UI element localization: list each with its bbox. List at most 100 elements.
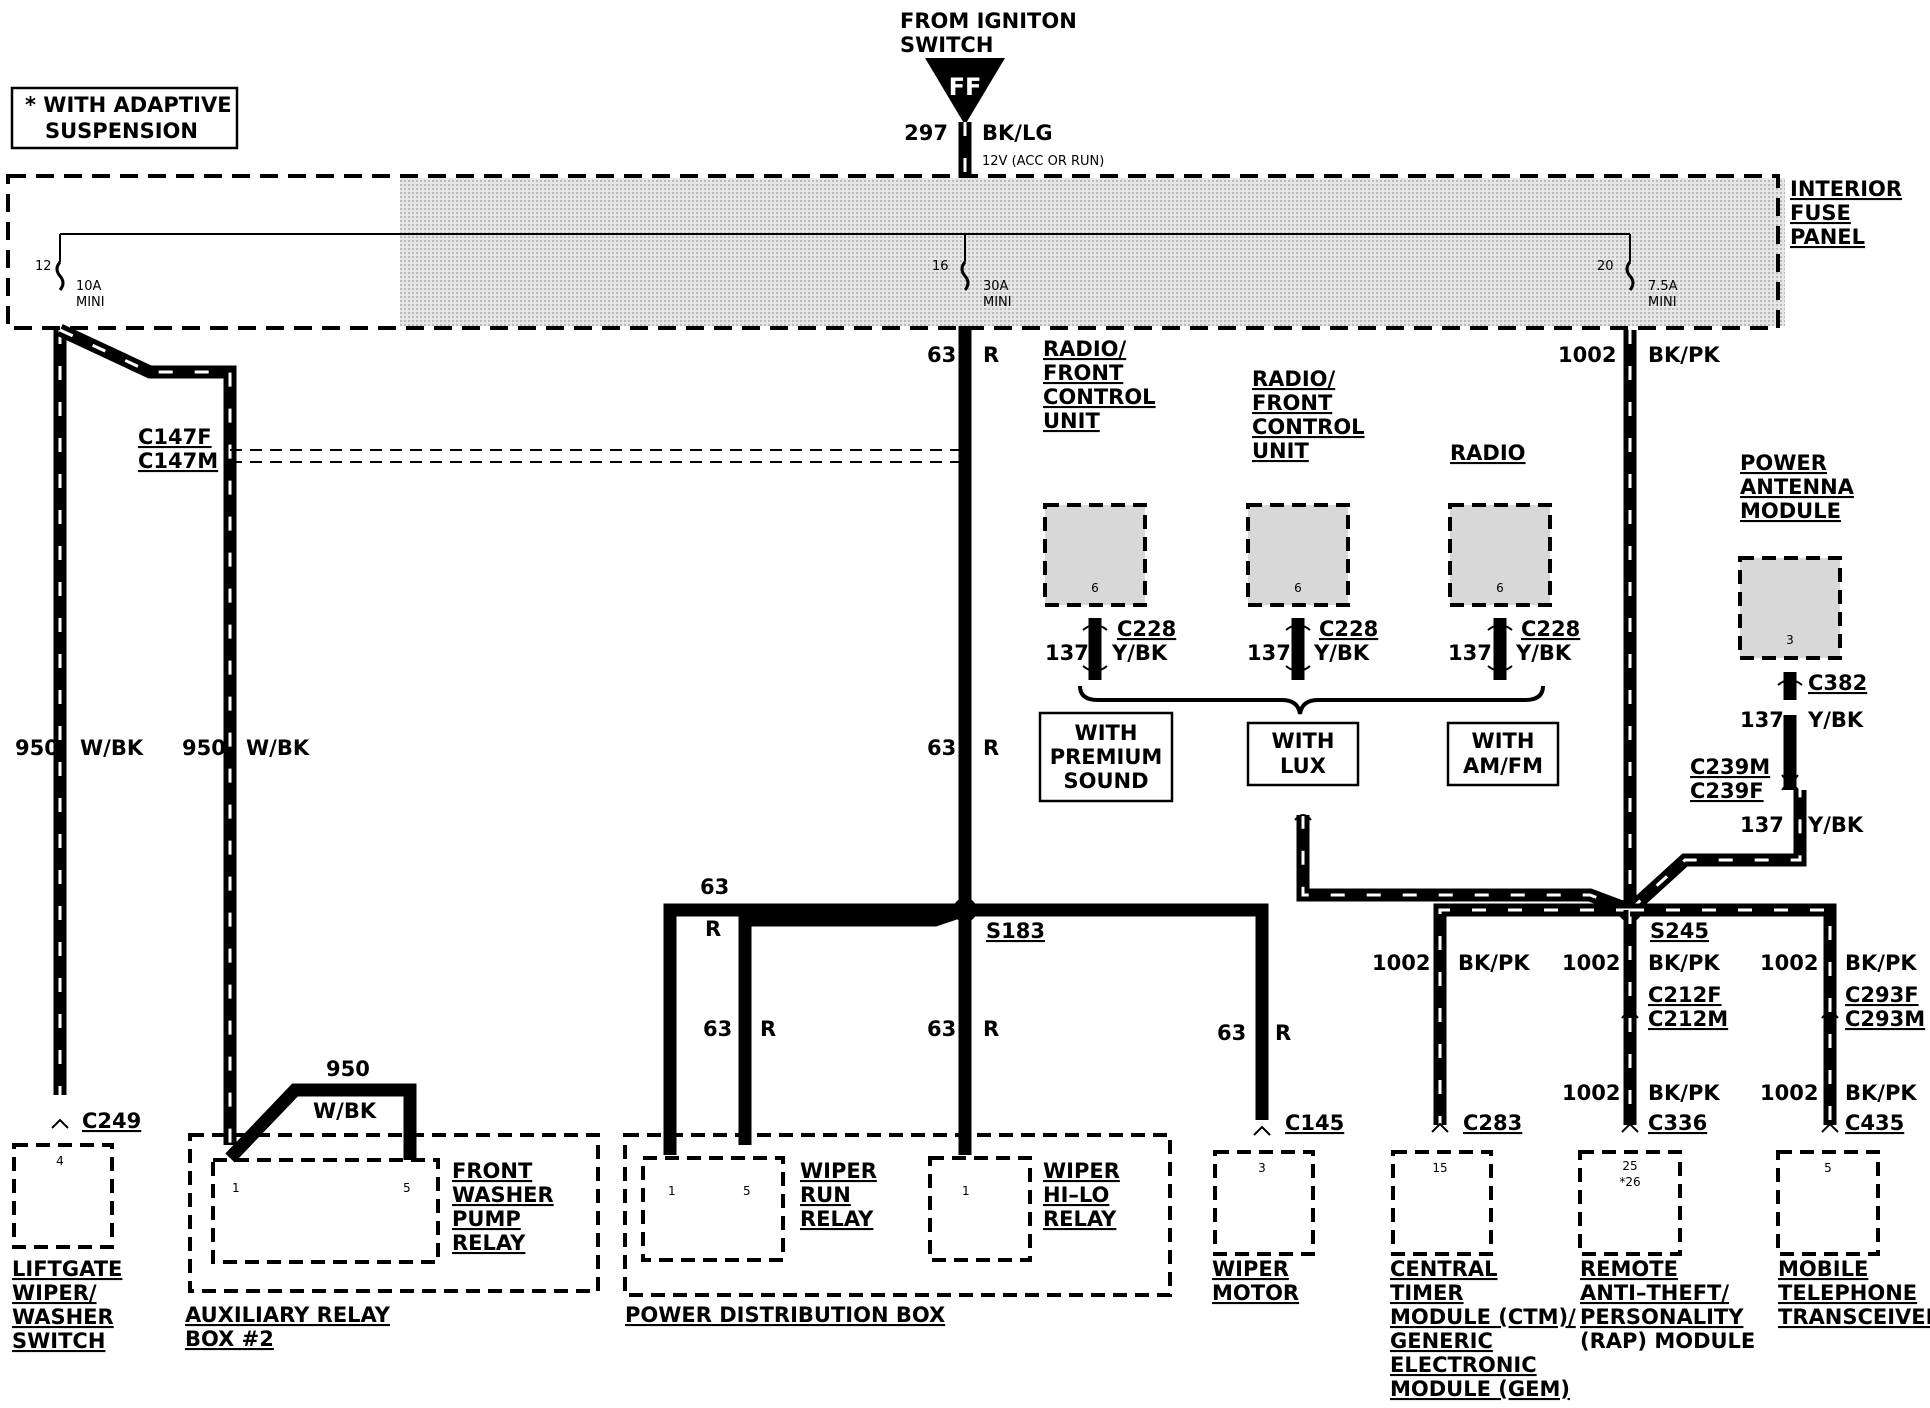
fuse-12: 12 10A MINI bbox=[35, 259, 105, 310]
fuse-panel-label-1: INTERIOR bbox=[1790, 177, 1902, 201]
phone-label-3: TRANSCEIVER bbox=[1778, 1305, 1930, 1329]
remote-anti-theft-module: C336 25 *26 REMOTE ANTI–THEFT/ PERSONALI… bbox=[1578, 1111, 1755, 1353]
antenna-label-3: MODULE bbox=[1740, 499, 1841, 523]
washer-relay-label-1: FRONT bbox=[452, 1159, 533, 1183]
wiper-motor-label-2: MOTOR bbox=[1212, 1281, 1299, 1305]
ctm-pin: 15 bbox=[1432, 1161, 1447, 1175]
radio-unit-2-label-2: FRONT bbox=[1252, 391, 1333, 415]
wiper-motor-pin: 3 bbox=[1258, 1161, 1266, 1175]
wire-63-circuit-e: 63 bbox=[927, 1017, 956, 1041]
wire-297-color: BK/LG bbox=[982, 121, 1053, 145]
option-brace bbox=[1078, 685, 1545, 715]
liftgate-wiper-washer-switch: C249 4 LIFTGATE WIPER/ WASHER SWITCH bbox=[12, 1109, 141, 1353]
ctm-label-3: MODULE (CTM)/ bbox=[1390, 1305, 1576, 1329]
wire-63-color-f: R bbox=[1275, 1021, 1291, 1045]
c228-label-3: C228 bbox=[1521, 617, 1580, 641]
wire-950-b-color: W/BK bbox=[246, 736, 310, 760]
wire-137-color-5: Y/BK bbox=[1807, 813, 1864, 837]
washer-relay-label-3: PUMP bbox=[452, 1207, 521, 1231]
radio-unit-premium: RADIO/ FRONT CONTROL UNIT 6 bbox=[1043, 337, 1156, 680]
radio-unit-1-label-3: CONTROL bbox=[1043, 385, 1156, 409]
radio-unit-amfm: RADIO 6 bbox=[1448, 441, 1552, 680]
option-1-line3: SOUND bbox=[1063, 769, 1148, 793]
wire-137-circuit-4: 137 bbox=[1740, 708, 1784, 732]
wire-297-circuit: 297 bbox=[904, 121, 948, 145]
c382-label: C382 bbox=[1808, 671, 1867, 695]
wiper-run-label-1: WIPER bbox=[800, 1159, 877, 1183]
wire-63-circuit-b: 63 bbox=[927, 736, 956, 760]
wire-63-circuit-a: 63 bbox=[927, 343, 956, 367]
wire-1002-color-d: BK/PK bbox=[1845, 951, 1917, 975]
antenna-pin: 3 bbox=[1786, 633, 1794, 647]
rap-pin-alt: *26 bbox=[1619, 1175, 1640, 1189]
phone-pin: 5 bbox=[1824, 1161, 1832, 1175]
washer-relay-pin1: 1 bbox=[232, 1181, 240, 1195]
c249-label: C249 bbox=[82, 1109, 141, 1133]
power-distribution-box: 1 5 WIPER RUN RELAY 1 WIPER HI–LO RELAY … bbox=[623, 1133, 1172, 1327]
wire-1002-circuit-f: 1002 bbox=[1760, 1081, 1818, 1105]
fuse-20-type: MINI bbox=[1648, 295, 1677, 310]
rap-pin: 25 bbox=[1622, 1159, 1637, 1173]
adaptive-suspension-note: * WITH ADAPTIVE SUSPENSION bbox=[10, 86, 239, 150]
aux-box-label-1: AUXILIARY RELAY bbox=[185, 1303, 391, 1327]
wiper-hilo-label-1: WIPER bbox=[1043, 1159, 1120, 1183]
rap-label-1: REMOTE bbox=[1580, 1257, 1678, 1281]
washer-relay-label-2: WASHER bbox=[452, 1183, 554, 1207]
ctm-label-5: ELECTRONIC bbox=[1390, 1353, 1537, 1377]
wire-137-color-1: Y/BK bbox=[1111, 641, 1168, 665]
option-amfm: WITH AM/FM bbox=[1446, 721, 1560, 787]
c293m-label: C293M bbox=[1845, 1007, 1925, 1031]
note-line1: * WITH ADAPTIVE bbox=[25, 93, 232, 117]
wire-63-color-b: R bbox=[983, 736, 999, 760]
fuse-16: 16 30A MINI bbox=[932, 259, 1012, 310]
wire-63-color-c: R bbox=[705, 917, 721, 941]
wire-950-b-circuit: 950 bbox=[182, 736, 226, 760]
auxiliary-relay-box-2: 950 W/BK 1 5 FRONT WASHER PUMP RELAY AUX… bbox=[185, 1057, 600, 1351]
c228-label-1: C228 bbox=[1117, 617, 1176, 641]
wire-1002-circuit-e: 1002 bbox=[1562, 1081, 1620, 1105]
wire-63-color-a: R bbox=[983, 343, 999, 367]
wire-1002-color-e: BK/PK bbox=[1648, 1081, 1720, 1105]
wire-1002-color-a: BK/PK bbox=[1648, 343, 1720, 367]
c212m-label: C212M bbox=[1648, 1007, 1728, 1031]
fuse-20-number: 20 bbox=[1597, 259, 1614, 274]
splice-s183-dot bbox=[953, 898, 977, 922]
option-3-line1: WITH bbox=[1472, 729, 1535, 753]
wiper-hilo-label-2: HI–LO bbox=[1043, 1183, 1109, 1207]
wire-1002-circuit-d: 1002 bbox=[1760, 951, 1818, 975]
washer-relay-label-4: RELAY bbox=[452, 1231, 526, 1255]
connector-ff-triangle-icon bbox=[925, 58, 1005, 125]
wire-1002-circuit-b: 1002 bbox=[1372, 951, 1430, 975]
wire-63-circuit-c: 63 bbox=[700, 875, 729, 899]
wire-1002-color-f: BK/PK bbox=[1845, 1081, 1917, 1105]
c239m-label: C239M bbox=[1690, 755, 1770, 779]
wire-137-circuit-2: 137 bbox=[1247, 641, 1291, 665]
wire-63-circuit-d: 63 bbox=[703, 1017, 732, 1041]
wire-137-color-2: Y/BK bbox=[1313, 641, 1370, 665]
wire-950-a-circuit: 950 bbox=[15, 736, 59, 760]
liftgate-label-2: WIPER/ bbox=[12, 1281, 97, 1305]
wire-137-color-3: Y/BK bbox=[1515, 641, 1572, 665]
wiper-motor: C145 3 WIPER MOTOR bbox=[1212, 1111, 1344, 1305]
aux-box-label-2: BOX #2 bbox=[185, 1327, 274, 1351]
c336-label: C336 bbox=[1648, 1111, 1707, 1135]
radio-unit-lux: RADIO/ FRONT CONTROL UNIT 6 bbox=[1246, 367, 1365, 680]
option-premium-sound: WITH PREMIUM SOUND bbox=[1038, 711, 1174, 803]
fuse-20-rating: 7.5A bbox=[1648, 279, 1678, 294]
fuse-icon bbox=[960, 261, 970, 291]
wire-137-to-antenna bbox=[1625, 790, 1807, 915]
connector-ff-label: FF bbox=[949, 73, 982, 101]
wire-137-circuit-1: 137 bbox=[1045, 641, 1089, 665]
option-1-line2: PREMIUM bbox=[1050, 745, 1163, 769]
fuse-panel-label-3: PANEL bbox=[1790, 225, 1865, 249]
c293f-label: C293F bbox=[1845, 983, 1919, 1007]
wire-950-relay-loop bbox=[225, 1083, 417, 1163]
wire-950-a-color: W/BK bbox=[80, 736, 144, 760]
radio-unit-2-label-4: UNIT bbox=[1252, 439, 1309, 463]
wire-1002-color-b: BK/PK bbox=[1458, 951, 1530, 975]
ctm-label-6: MODULE (GEM) bbox=[1390, 1377, 1570, 1401]
wiper-run-pin1: 1 bbox=[668, 1184, 676, 1198]
fuse-12-number: 12 bbox=[35, 259, 52, 274]
c212-connector-icon bbox=[1621, 1012, 1639, 1019]
phone-label-2: TELEPHONE bbox=[1778, 1281, 1917, 1305]
